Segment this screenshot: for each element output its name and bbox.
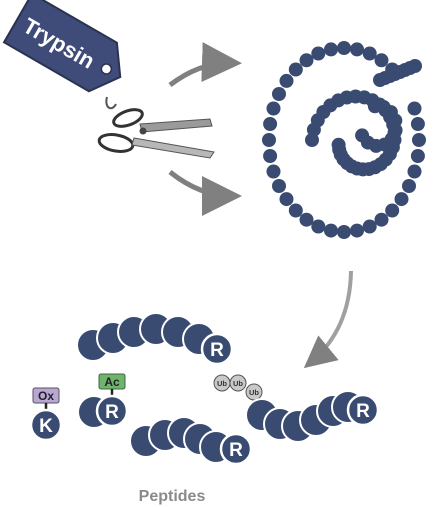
protein-bead (402, 179, 416, 193)
protein-bead (394, 192, 409, 207)
residue-r: R (229, 440, 243, 461)
residue-k: K (39, 416, 53, 437)
protein-bead (272, 179, 286, 193)
peptide-3: Ac R (77, 373, 129, 429)
mod-acetyl-label: Ac (104, 375, 120, 389)
protein-bead (266, 101, 281, 116)
protein-bead (262, 133, 276, 147)
protein-bead (288, 203, 303, 218)
mod-ubiquitin-label: Ub (233, 379, 243, 388)
protein-bead (288, 62, 303, 77)
protein-bead (407, 101, 422, 116)
protein-bead (350, 223, 364, 238)
peptide-1: R (76, 312, 234, 366)
protein-bead (412, 133, 426, 147)
tag-icon: Trypsin (2, 0, 122, 93)
mod-ubiquitin-label: Ub (217, 379, 227, 388)
caption-peptides: Peptides (139, 488, 206, 505)
mod-oxidation-label: Ox (38, 389, 54, 403)
protein-bead (385, 203, 400, 218)
mod-ubiquitin-label: Ub (249, 388, 259, 397)
protein-bead (311, 219, 326, 234)
protein-bead (263, 117, 278, 131)
residue-r: R (356, 401, 370, 422)
protein-chain (262, 41, 426, 239)
protein-bead (350, 42, 364, 57)
protein-bead (337, 41, 351, 55)
protein-bead (311, 46, 326, 61)
arrow-upper (168, 42, 242, 87)
protein-bead (324, 42, 338, 57)
protein-bead (410, 149, 425, 163)
residue-r: R (210, 340, 224, 361)
protein-bead (410, 117, 425, 131)
arrow-lower (168, 170, 242, 216)
peptide-5: Ub Ub Ub R (213, 374, 380, 443)
protein-bead (299, 212, 314, 227)
peptide-4: R (129, 416, 253, 466)
protein-bead (331, 137, 346, 152)
peptide-2: Ox K (29, 387, 63, 442)
protein-bead (266, 164, 281, 179)
tag-string (105, 96, 117, 110)
protein-bead (324, 223, 338, 238)
protein-bead (374, 53, 389, 68)
protein-bead (279, 73, 294, 88)
protein-bead (355, 128, 370, 143)
protein-bead (299, 53, 314, 68)
arrow-down (303, 270, 353, 369)
ub-bead (229, 374, 247, 392)
protein-bead (374, 212, 389, 227)
protein-bead (272, 87, 286, 101)
residue-r: R (105, 402, 119, 423)
protein-bead (407, 164, 422, 179)
protein-bead (263, 149, 278, 163)
protein-bead (362, 46, 377, 61)
scissors-icon (97, 108, 215, 159)
protein-bead (362, 219, 377, 234)
protein-bead (408, 59, 422, 73)
protein-bead (337, 225, 351, 239)
protein-bead (279, 192, 294, 207)
